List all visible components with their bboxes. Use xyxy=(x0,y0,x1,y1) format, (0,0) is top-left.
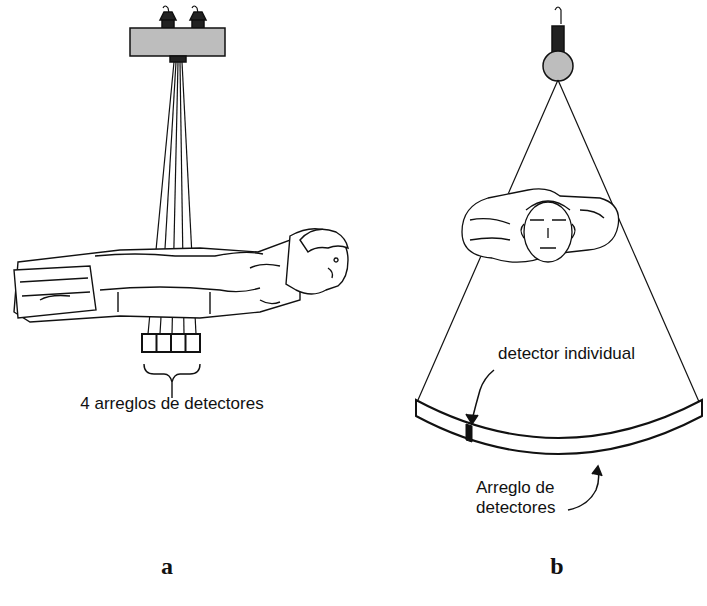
fan-beam xyxy=(418,80,700,404)
callout-label: detector individual xyxy=(498,344,635,364)
detector-arc xyxy=(416,400,702,454)
xray-tube-a xyxy=(130,6,225,62)
patient-head-view xyxy=(462,189,619,262)
detector-arrays xyxy=(142,334,200,352)
bracket xyxy=(144,364,200,398)
patient-lying xyxy=(14,229,348,322)
figure-letter: b xyxy=(550,552,563,581)
array-caption: 4 arreglos de detectores xyxy=(80,394,263,414)
callout-label: Arreglo de detectores xyxy=(476,478,576,519)
figure-letter: a xyxy=(161,552,173,581)
xray-tube-b xyxy=(543,7,573,81)
